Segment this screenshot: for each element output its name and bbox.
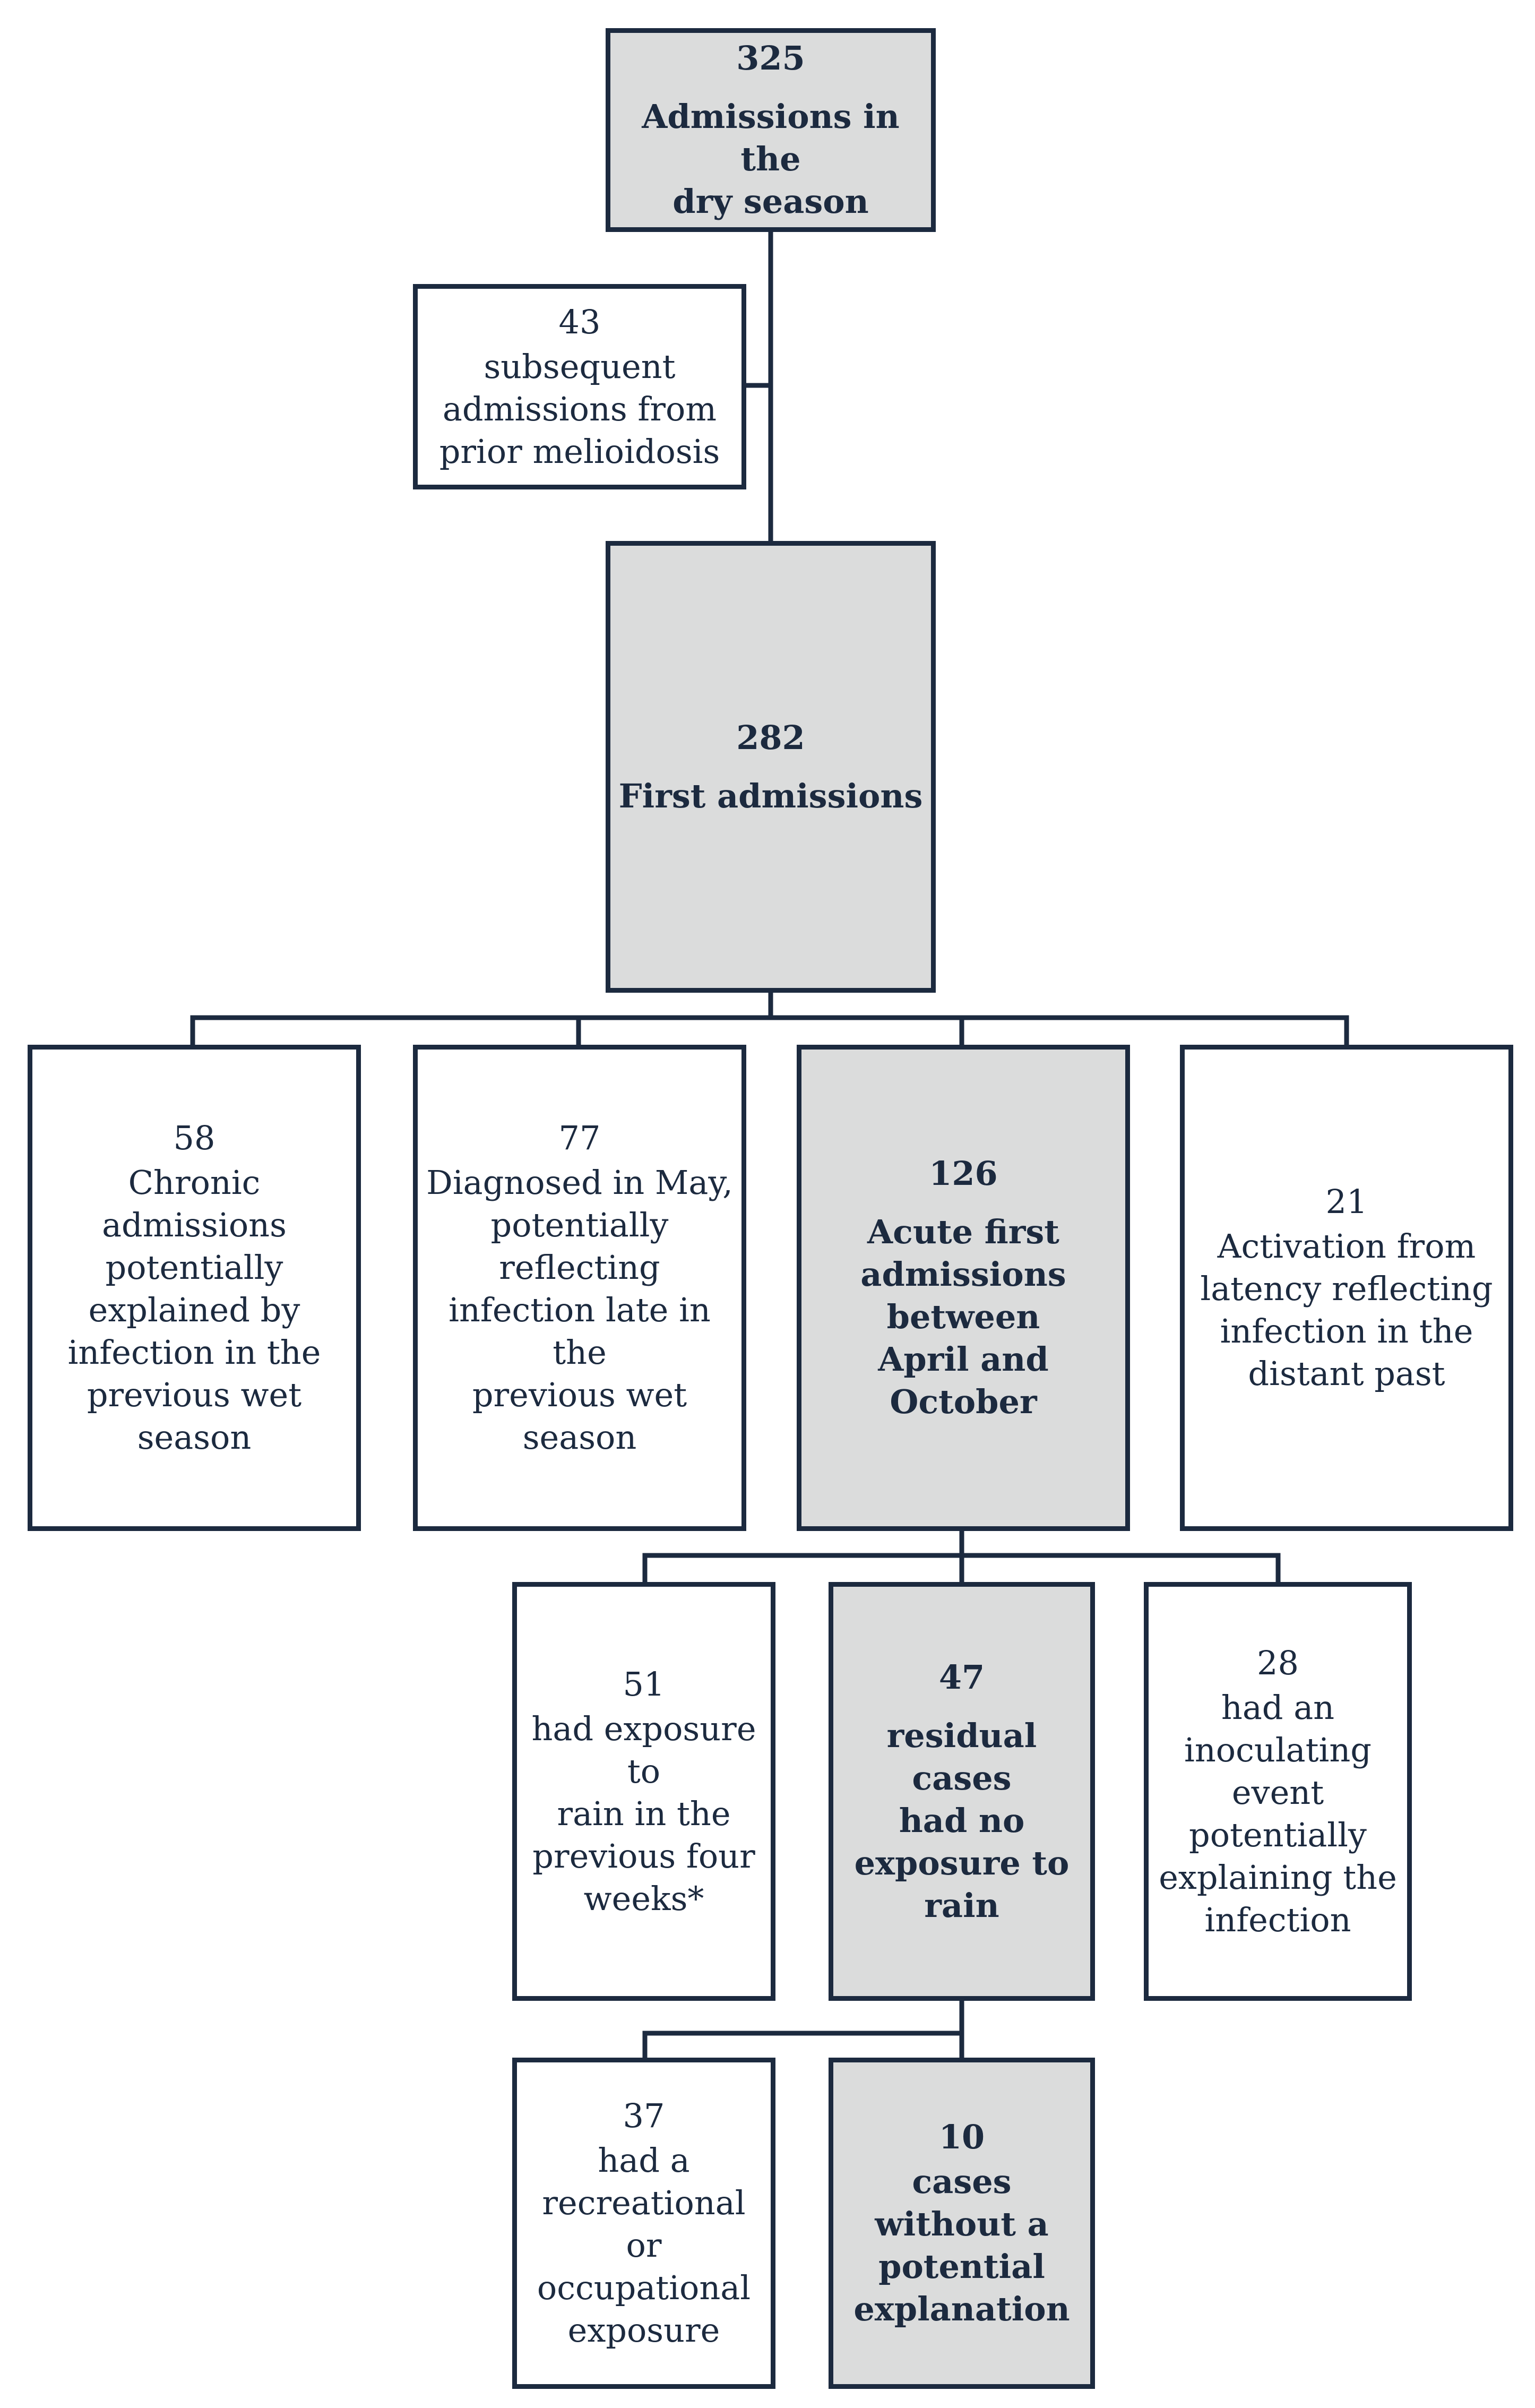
node-recreational-exposure: 37 had a recreational or occupational ex…: [512, 2058, 775, 2389]
node-label: Diagnosed in May, potentially reflecting…: [426, 1163, 733, 1457]
node-first-admissions: 282 First admissions: [606, 541, 936, 993]
node-label: had an inoculating event potentially exp…: [1159, 1688, 1397, 1939]
node-chronic-admissions: 58 Chronic admissions potentially explai…: [28, 1045, 361, 1531]
node-inoculating-event: 28 had an inoculating event potentially …: [1144, 1582, 1412, 2001]
node-count: 325: [736, 39, 805, 78]
node-subsequent-admissions: 43 subsequent admissions from prior meli…: [413, 284, 746, 489]
node-count: 21: [1325, 1182, 1368, 1221]
node-count: 58: [173, 1119, 215, 1157]
node-rain-exposure: 51 had exposure to rain in the previous …: [512, 1582, 775, 2001]
node-label: Chronic admissions potentially explained…: [67, 1163, 321, 1457]
node-label: First admissions: [618, 776, 923, 815]
node-label: Acute first admissions between April and…: [860, 1212, 1066, 1421]
node-acute-first-admissions: 126 Acute first admissions between April…: [797, 1045, 1130, 1531]
node-label: Admissions in the dry season: [642, 97, 900, 221]
node-label: subsequent admissions from prior melioid…: [439, 347, 720, 471]
node-label: residual cases had no exposure to rain: [854, 1716, 1070, 1925]
node-label: Activation from latency reflecting infec…: [1200, 1227, 1493, 1393]
node-residual-cases: 47 residual cases had no exposure to rai…: [829, 1582, 1095, 2001]
node-count: 37: [623, 2096, 665, 2135]
node-label: had exposure to rain in the previous fou…: [531, 1709, 756, 1918]
node-activation-from-latency: 21 Activation from latency reflecting in…: [1180, 1045, 1513, 1531]
node-count: 126: [929, 1154, 998, 1193]
node-count: 282: [736, 718, 805, 757]
node-count: 28: [1257, 1643, 1299, 1682]
node-count: 10: [938, 2118, 985, 2156]
node-count: 43: [558, 302, 601, 341]
node-label: had a recreational or occupational expos…: [537, 2141, 751, 2350]
node-count: 77: [558, 1119, 601, 1157]
node-diagnosed-in-may: 77 Diagnosed in May, potentially reflect…: [413, 1045, 746, 1531]
node-count: 47: [938, 1657, 985, 1697]
node-label: cases without a potential explanation: [853, 2162, 1070, 2328]
node-count: 51: [623, 1664, 665, 1704]
node-dry-season-admissions: 325 Admissions in the dry season: [606, 28, 936, 232]
node-unexplained-cases: 10 cases without a potential explanation: [829, 2058, 1095, 2389]
